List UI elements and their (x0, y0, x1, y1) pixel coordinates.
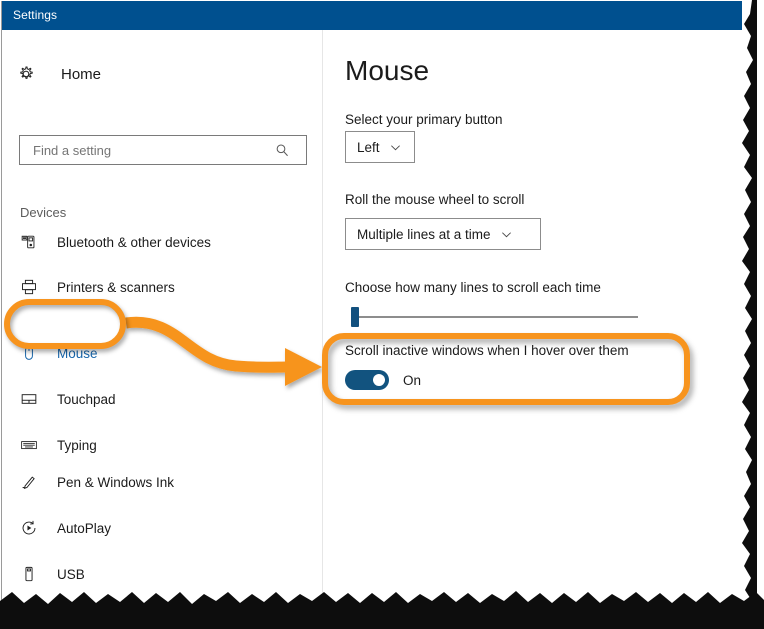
sidebar-home-label: Home (61, 65, 102, 83)
slider-thumb[interactable] (351, 307, 359, 327)
inactive-scroll-toggle[interactable] (345, 370, 389, 390)
search-input[interactable] (31, 136, 269, 164)
sidebar-item-bluetooth-other-devices[interactable]: Bluetooth & other devices (17, 225, 317, 259)
sidebar-item-label: USB (57, 566, 85, 582)
bluetooth-device-icon (17, 233, 41, 251)
sidebar-item-usb[interactable]: USB (17, 557, 317, 591)
page-title: Mouse (345, 55, 430, 86)
sidebar-item-typing[interactable]: Typing (17, 428, 317, 462)
usb-icon (17, 565, 41, 583)
wheel-scroll-label: Roll the mouse wheel to scroll (345, 192, 525, 207)
search-icon[interactable] (269, 143, 295, 158)
pen-icon (17, 473, 41, 491)
sidebar-item-touchpad[interactable]: Touchpad (17, 382, 317, 416)
sidebar-item-label: AutoPlay (57, 520, 112, 536)
sidebar-item-printers-scanners[interactable]: Printers & scanners (17, 270, 317, 304)
sidebar-item-label: Touchpad (57, 391, 116, 407)
toggle-state-label: On (403, 372, 422, 388)
mouse-settings-pane: Mouse Select your primary button Left Ro… (323, 30, 742, 600)
sidebar-group-header: Devices (20, 205, 67, 220)
inactive-scroll-toggle-row: On (345, 370, 421, 390)
sidebar-item-home[interactable]: Home (17, 59, 307, 89)
search-box[interactable] (19, 135, 307, 165)
sidebar-item-autoplay[interactable]: AutoPlay (17, 511, 317, 545)
lines-slider-label: Choose how many lines to scroll each tim… (345, 280, 601, 295)
sidebar-item-pen-windows-ink[interactable]: Pen & Windows Ink (17, 465, 317, 499)
sidebar-item-label: Printers & scanners (57, 279, 175, 295)
primary-button-dropdown[interactable]: Left (345, 131, 415, 163)
keyboard-icon (17, 436, 41, 454)
sidebar-item-label: Typing (57, 437, 97, 453)
settings-sidebar: Home Devices (3, 30, 323, 600)
gear-icon (17, 65, 47, 83)
chevron-down-icon (390, 142, 401, 153)
sidebar-item-label: Mouse (57, 345, 98, 361)
lines-to-scroll-slider[interactable] (347, 306, 638, 328)
wheel-scroll-value: Multiple lines at a time (357, 226, 491, 242)
sidebar-item-label: Pen & Windows Ink (57, 474, 175, 490)
primary-button-value: Left (357, 139, 380, 155)
window-titlebar: Settings (2, 1, 742, 30)
slider-track (353, 316, 638, 318)
autoplay-icon (17, 519, 41, 537)
window-title: Settings (13, 8, 58, 22)
touchpad-icon (17, 390, 41, 408)
inactive-scroll-label: Scroll inactive windows when I hover ove… (345, 343, 629, 358)
wheel-scroll-dropdown[interactable]: Multiple lines at a time (345, 218, 541, 250)
printer-icon (17, 278, 41, 296)
settings-window: Settings Home (1, 1, 743, 613)
primary-button-label: Select your primary button (345, 112, 503, 127)
chevron-down-icon (501, 229, 512, 240)
toggle-knob (373, 374, 385, 386)
sidebar-item-label: Bluetooth & other devices (57, 234, 211, 250)
